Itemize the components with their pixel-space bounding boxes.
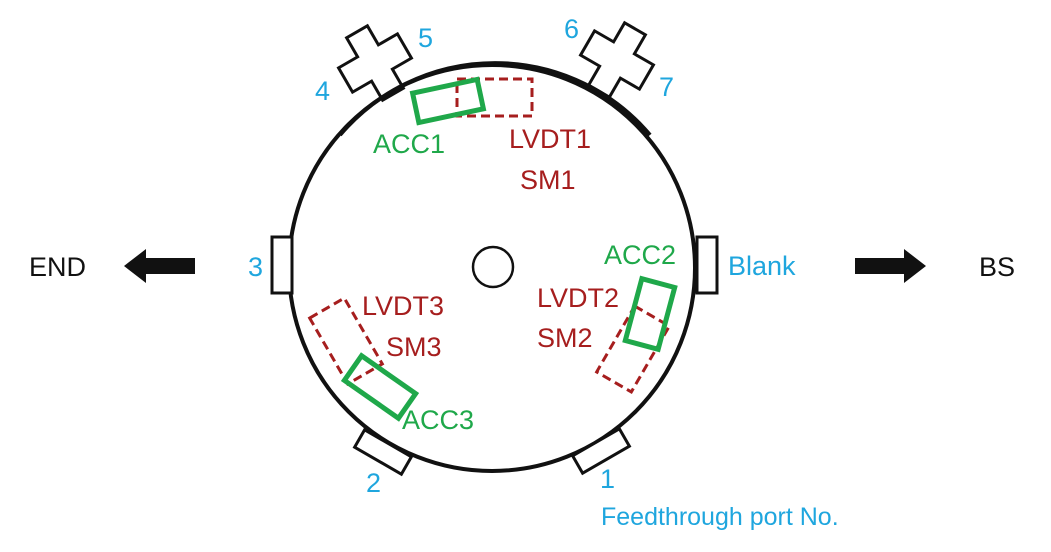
acc2-outline [622,275,678,353]
port-1-label: 1 [600,464,615,494]
port-4-label: 4 [315,76,330,106]
port-1-flange [570,426,632,476]
lvdt2-sm2-outline [594,304,672,394]
port-4-5-cross-flange [336,23,414,103]
center-hole [471,245,515,289]
port-5-label: 5 [418,23,433,53]
lvdt1-label: LVDT1 [509,124,591,154]
end-label: END [29,252,86,282]
port-2-label: 2 [366,468,381,498]
acc1-outline [409,76,487,126]
port-6-label: 6 [564,14,579,44]
sm1-label: SM1 [520,165,576,195]
port-6-7-cross-flange [578,20,656,100]
lvdt2-label: LVDT2 [537,283,619,313]
acc3-outline [340,352,420,422]
left-arrow-icon [124,249,195,283]
lvdt3-label: LVDT3 [362,291,444,321]
sm2-label: SM2 [537,323,593,353]
port-blank-flange [695,235,719,295]
acc2-label: ACC2 [604,240,676,270]
port-blank-label: Blank [728,251,796,281]
acc1-label: ACC1 [373,129,445,159]
legend-feedthrough-port: Feedthrough port No. [601,503,839,531]
bs-label: BS [979,252,1015,282]
port-2-flange [352,427,414,477]
sm3-label: SM3 [386,332,442,362]
port-3-label: 3 [248,252,263,282]
chamber-circle-top-edge [338,61,652,137]
port-7-label: 7 [659,72,674,102]
port-3-flange [270,235,294,295]
lvdt3-sm3-outline [307,296,385,386]
acc3-label: ACC3 [402,405,474,435]
right-arrow-icon [855,249,926,283]
